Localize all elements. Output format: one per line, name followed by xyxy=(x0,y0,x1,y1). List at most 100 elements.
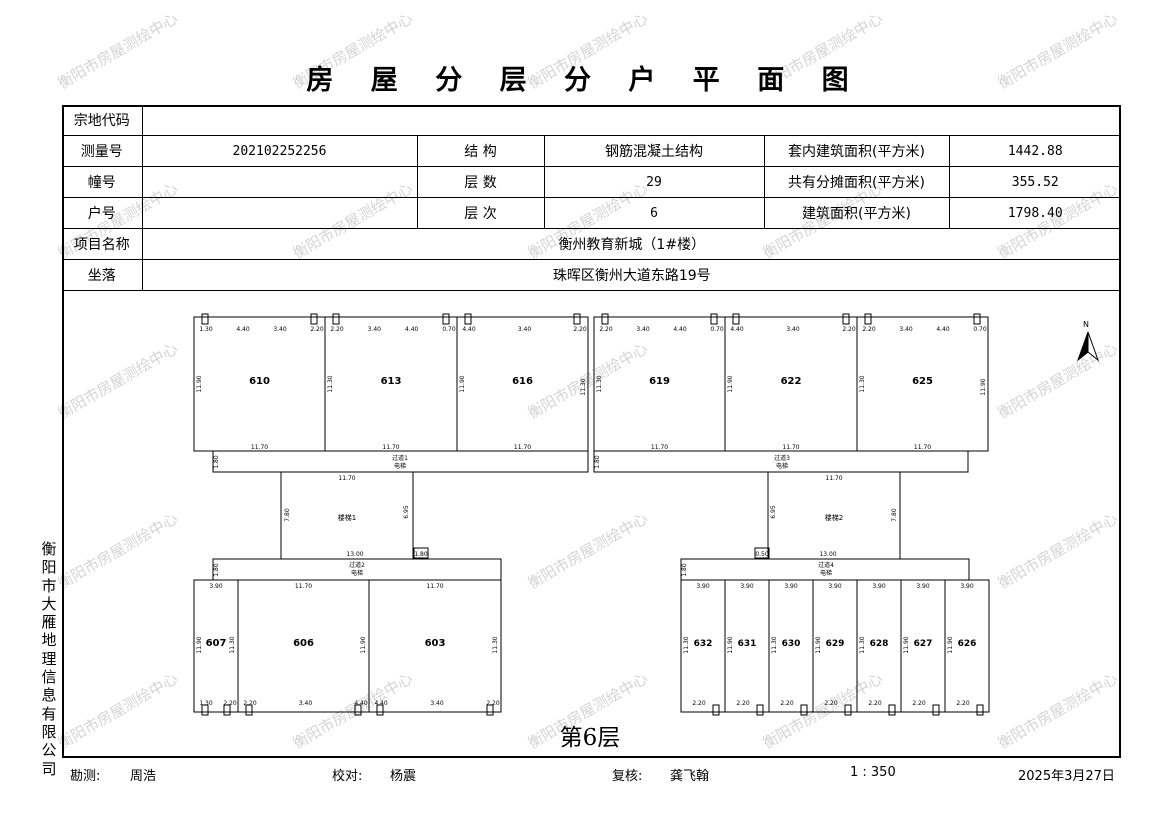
corridor-2-label: 过道2 xyxy=(349,561,365,569)
stair-1-note: 1.80 xyxy=(414,551,428,558)
corridor-2-sub: 电梯 xyxy=(351,569,363,577)
unit-side-dim-627: 11.90 xyxy=(903,636,910,653)
unit-label-606: 606 xyxy=(293,638,314,649)
unit-top-dim-625: 3.40 xyxy=(899,326,913,333)
info-row-project: 项目名称 衡州教育新城（1#楼） xyxy=(62,228,1122,260)
unit-label-603: 603 xyxy=(425,638,446,649)
location-label: 坐落 xyxy=(62,259,143,291)
unit-bottom-dim-607: 1.30 xyxy=(199,700,213,707)
unit-label-630: 630 xyxy=(782,639,801,649)
shared-area-label: 共有分摊面积(平方米) xyxy=(763,166,950,198)
unit-top-dim-610: 3.40 xyxy=(273,326,287,333)
unit-side-dim-626: 11.90 xyxy=(947,636,954,653)
corridor-4-label: 过道4 xyxy=(818,561,834,569)
company-name-vertical: 衡阳市大雁地理信息有限公司 xyxy=(38,540,60,778)
balcony-notch xyxy=(201,313,209,325)
stair-2-note: 0.50 xyxy=(755,551,769,558)
company-char: 有 xyxy=(41,704,57,723)
unit-bottom-dim-606: 2.20 xyxy=(243,700,257,707)
stair-2-right-dim: 7.80 xyxy=(891,508,898,522)
corridor-3-label: 过道3 xyxy=(774,454,790,462)
balcony-notch xyxy=(310,313,318,325)
balcony-notch xyxy=(354,704,362,716)
corridor-2-dim: 1.80 xyxy=(213,563,220,577)
unit-label-626: 626 xyxy=(958,639,977,649)
balcony-notch xyxy=(712,704,720,716)
unit-bottom-dim-603: 2.20 xyxy=(486,700,500,707)
unit-label-610: 610 xyxy=(249,376,270,387)
stair-1-width-dim: 11.70 xyxy=(338,475,355,482)
unit-side-dim-631: 11.90 xyxy=(727,636,734,653)
company-char: 大 xyxy=(41,594,57,613)
unit-top-dim-619: 2.20 xyxy=(599,326,613,333)
company-char: 限 xyxy=(41,722,57,741)
structure-value: 钢筋混凝土结构 xyxy=(543,135,765,167)
unit-top-dim-616: 3.40 xyxy=(518,326,532,333)
company-char: 雁 xyxy=(41,613,57,632)
reviewer-name: 龚飞翰 xyxy=(670,769,710,784)
corridor-4-width-dim: 13.00 xyxy=(819,551,836,558)
north-arrow-right xyxy=(1087,331,1100,362)
balcony-notch xyxy=(842,313,850,325)
stair-1-left-dim: 7.80 xyxy=(284,508,291,522)
balcony-notch xyxy=(601,313,609,325)
info-row-unit: 户号 层 次 6 建筑面积(平方米) 1798.40 xyxy=(62,197,1122,229)
unit-top-dim-610: 4.40 xyxy=(236,326,250,333)
unit-bottom-dim-628: 2.20 xyxy=(868,700,882,707)
unit-left-dim-622: 11.90 xyxy=(727,375,734,392)
corridor-2-width-dim: 13.00 xyxy=(346,551,363,558)
stair-1-note-box xyxy=(413,547,429,559)
company-char: 地 xyxy=(41,631,57,650)
checker-label: 校对: xyxy=(332,769,363,784)
corridor-1-label: 过道1 xyxy=(392,454,408,462)
corridor-4-dim: 1.80 xyxy=(681,563,688,577)
unit-bottom-dim-603: 3.40 xyxy=(430,700,444,707)
balcony-notch xyxy=(973,313,981,325)
unit-top-dim-613: 0.70 xyxy=(442,326,456,333)
unit-bottom-dim-627: 2.20 xyxy=(912,700,926,707)
north-label: N xyxy=(1083,320,1089,329)
balcony-notch xyxy=(376,704,384,716)
unit-top-dim-622: 4.40 xyxy=(730,326,744,333)
unit-right-dim-606: 11.90 xyxy=(360,636,367,653)
unit-top-dim-606: 11.70 xyxy=(295,583,312,590)
unit-bottom-dim-606: 3.40 xyxy=(299,700,313,707)
unit-top-dim-603: 11.70 xyxy=(426,583,443,590)
balcony-notch xyxy=(486,704,494,716)
unit-bottom-dim-603: 4.40 xyxy=(374,700,388,707)
balcony-notch xyxy=(976,704,984,716)
unit-label-616: 616 xyxy=(512,376,533,387)
unit-626 xyxy=(944,579,990,713)
unit-top-dim-625: 0.70 xyxy=(973,326,987,333)
surveyor-label: 勘测: xyxy=(70,769,101,784)
reviewer-label: 复核: xyxy=(612,769,643,784)
unit-left-dim-616: 11.90 xyxy=(459,375,466,392)
balcony-notch xyxy=(201,704,209,716)
checker-name: 杨震 xyxy=(390,769,417,784)
balcony-notch xyxy=(756,704,764,716)
unit-top-dim-622: 3.40 xyxy=(786,326,800,333)
company-char: 衡 xyxy=(41,540,57,558)
info-row-location: 坐落 珠晖区衡州大道东路19号 xyxy=(62,259,1122,291)
structure-label: 结 构 xyxy=(416,135,545,167)
unit-label-613: 613 xyxy=(381,376,402,387)
company-char: 公 xyxy=(41,741,57,760)
unit-label-619: 619 xyxy=(649,376,670,387)
unit-bottom-dim-626: 2.20 xyxy=(956,700,970,707)
unit-top-dim-632: 3.90 xyxy=(696,583,710,590)
floor-level-label: 层 次 xyxy=(416,197,545,229)
unit-left-dim-607: 11.90 xyxy=(196,636,203,653)
unit-side-dim-630: 11.30 xyxy=(771,636,778,653)
balcony-notch xyxy=(932,704,940,716)
company-char: 市 xyxy=(41,576,57,595)
stair-2-note-box xyxy=(754,547,770,559)
unit-top-dim-626: 3.90 xyxy=(960,583,974,590)
unit-top-dim-625: 4.40 xyxy=(936,326,950,333)
unit-bottom-dim-622: 11.70 xyxy=(782,444,799,451)
location-value: 珠晖区衡州大道东路19号 xyxy=(141,259,1122,291)
north-arrow-left xyxy=(1076,331,1089,362)
unit-top-dim-613: 2.20 xyxy=(330,326,344,333)
project-name-value: 衡州教育新城（1#楼） xyxy=(141,228,1122,260)
date-text: 2025年3月27日 xyxy=(1018,769,1115,784)
unit-label-625: 625 xyxy=(912,376,933,387)
